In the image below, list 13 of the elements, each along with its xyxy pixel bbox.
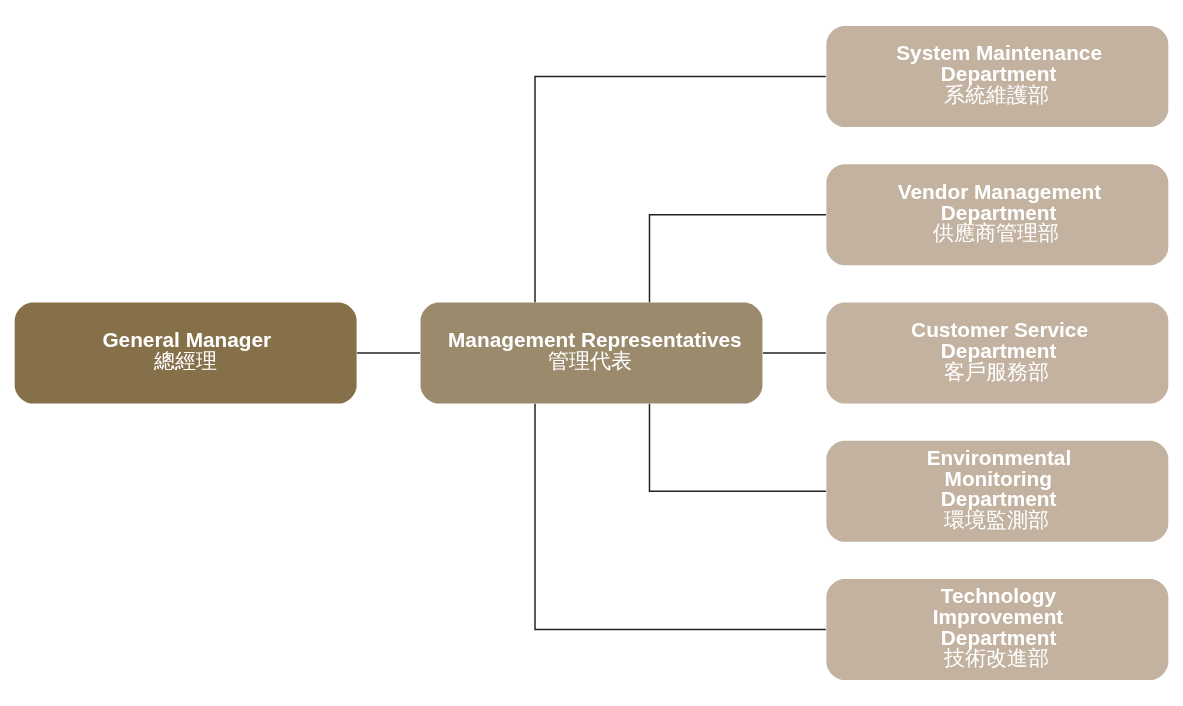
node-box: Vendor Management Department 供應商管理部 [826,164,1169,266]
connector [356,352,421,354]
node-box: Customer Service Department 客戶服務部 [826,302,1169,404]
connector [648,402,827,492]
node-box: General Manager 總經理 [14,302,357,404]
node-box: Environmental Monitoring Department 環境監測部 [826,440,1169,542]
connector [648,214,827,304]
connector [762,352,827,354]
node-box: System Maintenance Department 系統維護部 [826,25,1169,128]
connector [534,402,827,631]
node-box: Management Representatives 管理代表 [420,302,763,404]
node-box: Technology Improvement Department 技術改進部 [826,578,1169,681]
connector [534,75,827,304]
